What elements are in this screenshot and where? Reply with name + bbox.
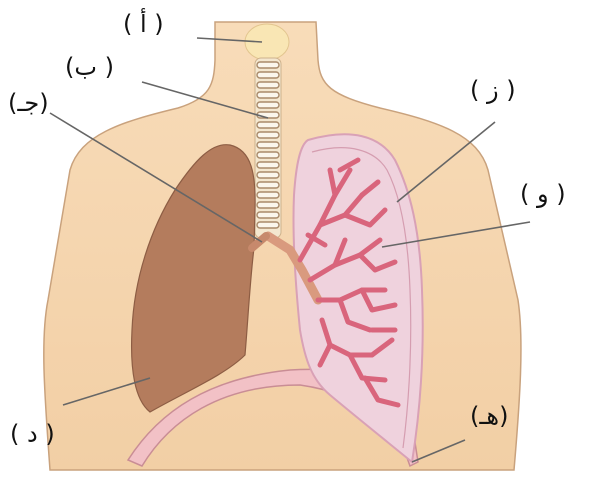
trachea-cartilage-rings (257, 62, 279, 228)
label-d: ( د ) (10, 420, 55, 448)
label-f: ( و ) (520, 180, 566, 208)
label-g: ( ز ) (470, 76, 516, 104)
label-a: ( أ ) (123, 8, 164, 38)
label-e: (هـ) (470, 402, 508, 430)
label-c: (جـ) (8, 89, 49, 117)
label-b: (ب ) (65, 53, 114, 81)
